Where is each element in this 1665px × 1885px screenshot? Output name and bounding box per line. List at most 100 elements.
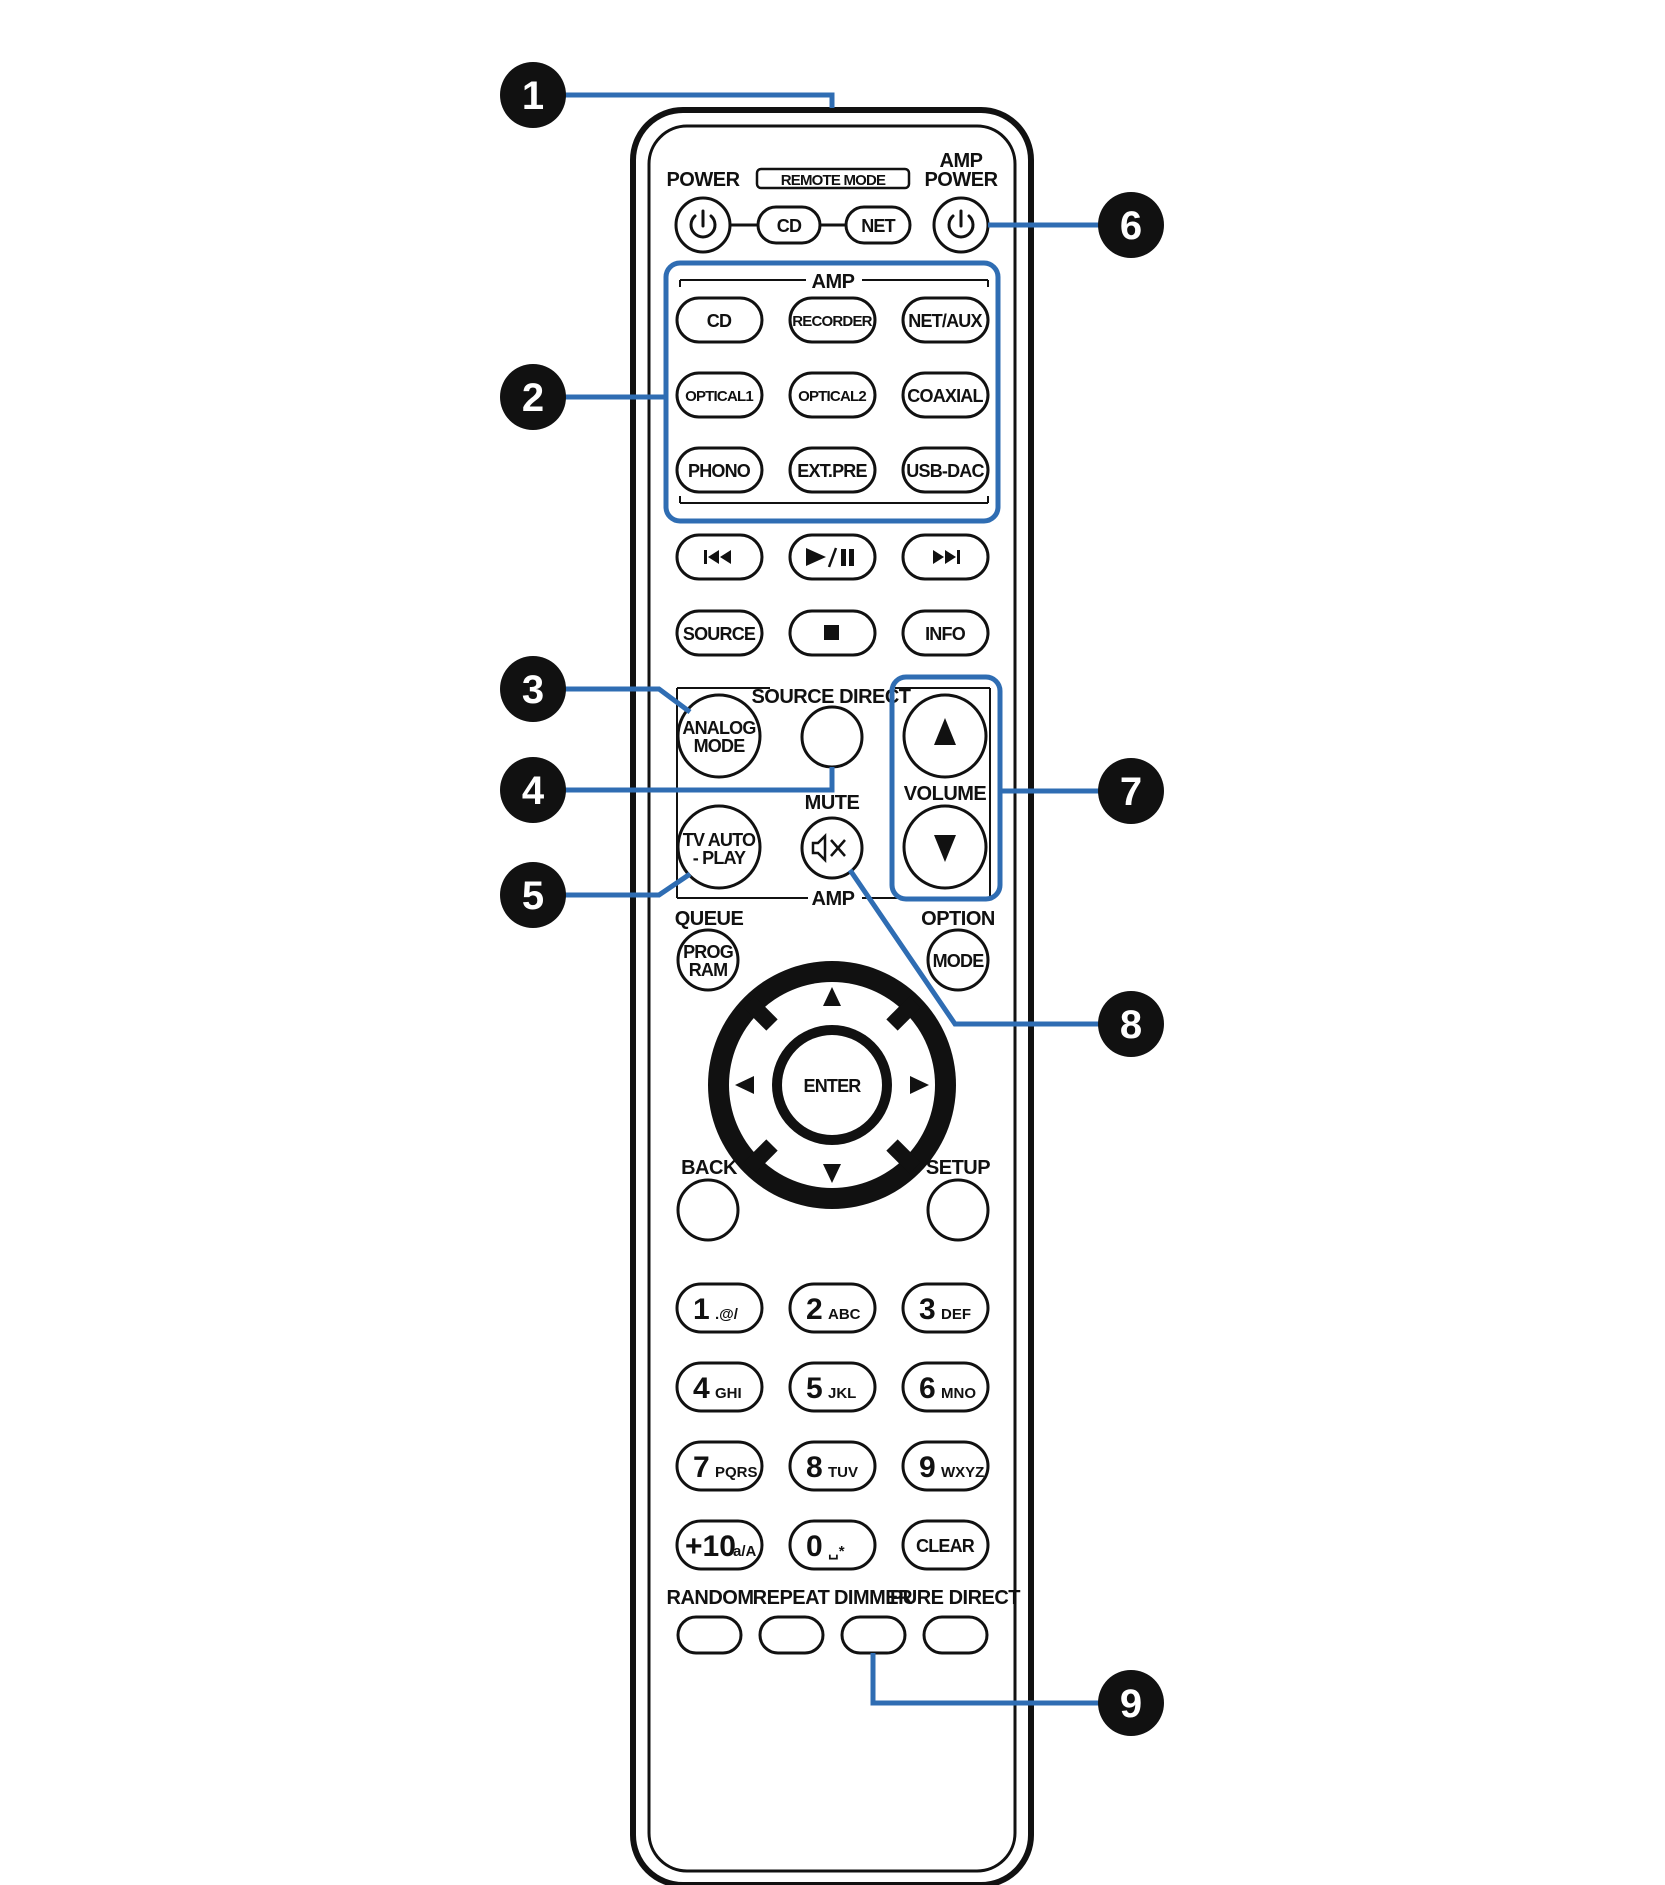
arrow-down-icon [823, 1164, 841, 1183]
amp-group-label: AMP [812, 271, 855, 293]
callout-badge-7: 7 [1098, 758, 1164, 824]
arrow-up-icon [934, 718, 956, 745]
keypad-button-11[interactable]: 0␣* [788, 1519, 877, 1571]
arrow-left-icon [735, 1076, 754, 1094]
cursor-right-button[interactable] [910, 1076, 929, 1094]
source-button[interactable]: SOURCE [675, 609, 764, 657]
keypad-button-2[interactable]: 2 ABC [788, 1282, 877, 1334]
tv-auto-play-button[interactable]: TV AUTO - PLAY [676, 804, 762, 890]
callout-badge-5: 5 [500, 862, 566, 928]
analog-mode-button[interactable]: ANALOG MODE [676, 693, 762, 779]
input-net-aux-button[interactable]: NET/AUX [901, 296, 990, 344]
pure-direct-label: PURE DIRECT [890, 1587, 1020, 1609]
keypad-letters: DEF [941, 1306, 971, 1323]
input-ext-pre-button[interactable]: EXT.PRE [788, 446, 877, 494]
callout-number: 9 [1120, 1682, 1142, 1726]
setup-label: SETUP [926, 1157, 990, 1179]
keypad-number: 8 [806, 1451, 823, 1484]
volume-down-button[interactable] [902, 804, 988, 890]
keypad-button-4[interactable]: 4 GHI [675, 1361, 764, 1413]
keypad-button-1[interactable]: 1 .@/ [675, 1282, 764, 1334]
remote-mode-net-button[interactable]: NET [844, 205, 912, 245]
keypad-number: 4 [693, 1372, 710, 1405]
setup-button[interactable] [926, 1178, 990, 1242]
remote-mode-cd-button[interactable]: CD [756, 205, 822, 245]
mode-button[interactable]: MODE [926, 928, 990, 992]
callout-number: 6 [1120, 204, 1142, 248]
random-button[interactable] [676, 1615, 743, 1655]
keypad-button-3[interactable]: 3 DEF [901, 1282, 990, 1334]
mute-label: MUTE [805, 792, 860, 814]
keypad-button-10[interactable]: +10a/A [675, 1519, 764, 1571]
input-usb-dac-label: USB-DAC [906, 461, 984, 481]
input-cd-button[interactable]: CD [675, 296, 764, 344]
remote-mode-label: REMOTE MODE [781, 172, 886, 189]
keypad-number: 0 [806, 1530, 823, 1563]
pure-direct-button[interactable] [922, 1615, 989, 1655]
keypad-letters: .@/ [715, 1306, 739, 1323]
callout-badge-9: 9 [1098, 1670, 1164, 1736]
keypad-letters: MNO [941, 1385, 976, 1402]
cursor-left-button[interactable] [735, 1076, 754, 1094]
remote-mode-frame [755, 167, 911, 190]
keypad-number: 3 [919, 1293, 936, 1326]
analog-mode-label-bottom: MODE [694, 736, 746, 756]
input-phono-button[interactable]: PHONO [675, 446, 764, 494]
input-usb-dac-button[interactable]: USB-DAC [901, 446, 990, 494]
program-button[interactable]: PROG RAM [676, 928, 740, 992]
power-button[interactable] [674, 196, 732, 254]
tv-auto-label-bottom: - PLAY [693, 848, 746, 868]
stop-button[interactable] [788, 609, 877, 657]
keypad-letters: JKL [828, 1385, 856, 1402]
random-label: RANDOM [667, 1587, 754, 1609]
analog-mode-label-top: ANALOG [682, 718, 755, 738]
dimmer-button[interactable] [840, 1615, 907, 1655]
input-net-aux-label: NET/AUX [908, 311, 982, 331]
power-icon [947, 209, 975, 239]
skip-next-icon [933, 550, 960, 564]
repeat-button[interactable] [758, 1615, 825, 1655]
play-pause-button[interactable] [788, 533, 877, 581]
stop-icon [824, 625, 839, 640]
keypad-number: +10 [685, 1530, 736, 1563]
dimmer-label: DIMMER [834, 1587, 913, 1609]
callout-number: 3 [522, 668, 544, 712]
clear-label: CLEAR [916, 1536, 975, 1556]
skip-next-button[interactable] [901, 533, 990, 581]
keypad-number: 2 [806, 1293, 823, 1326]
callout-number: 1 [522, 74, 544, 118]
source-label: SOURCE [683, 624, 756, 644]
input-optical2-button[interactable]: OPTICAL2 [788, 371, 877, 419]
input-coaxial-button[interactable]: COAXIAL [901, 371, 990, 419]
back-label: BACK [681, 1157, 738, 1179]
input-phono-label: PHONO [688, 461, 751, 481]
source-direct-button[interactable] [800, 705, 864, 769]
mute-button[interactable] [800, 816, 864, 880]
callout-badge-6: 6 [1098, 192, 1164, 258]
input-optical1-button[interactable]: OPTICAL1 [675, 371, 764, 419]
cursor-up-button[interactable] [823, 987, 841, 1006]
clear-button[interactable]: CLEAR [901, 1519, 990, 1571]
keypad-number: 1 [693, 1293, 710, 1326]
amp-lower-label: AMP [812, 888, 855, 910]
back-button[interactable] [676, 1178, 740, 1242]
callout-badge-3: 3 [500, 656, 566, 722]
volume-up-button[interactable] [902, 693, 988, 779]
info-button[interactable]: INFO [901, 609, 990, 657]
amp-power-button[interactable] [932, 196, 990, 254]
cursor-down-button[interactable] [823, 1164, 841, 1183]
program-label-top: PROG [683, 942, 733, 962]
enter-button[interactable]: ENTER [803, 1076, 862, 1096]
keypad-letters: GHI [715, 1385, 742, 1402]
skip-previous-button[interactable] [675, 533, 764, 581]
keypad-letters: ABC [828, 1306, 861, 1323]
input-ext-pre-label: EXT.PRE [797, 461, 867, 481]
input-recorder-button[interactable]: RECORDER [788, 296, 877, 344]
